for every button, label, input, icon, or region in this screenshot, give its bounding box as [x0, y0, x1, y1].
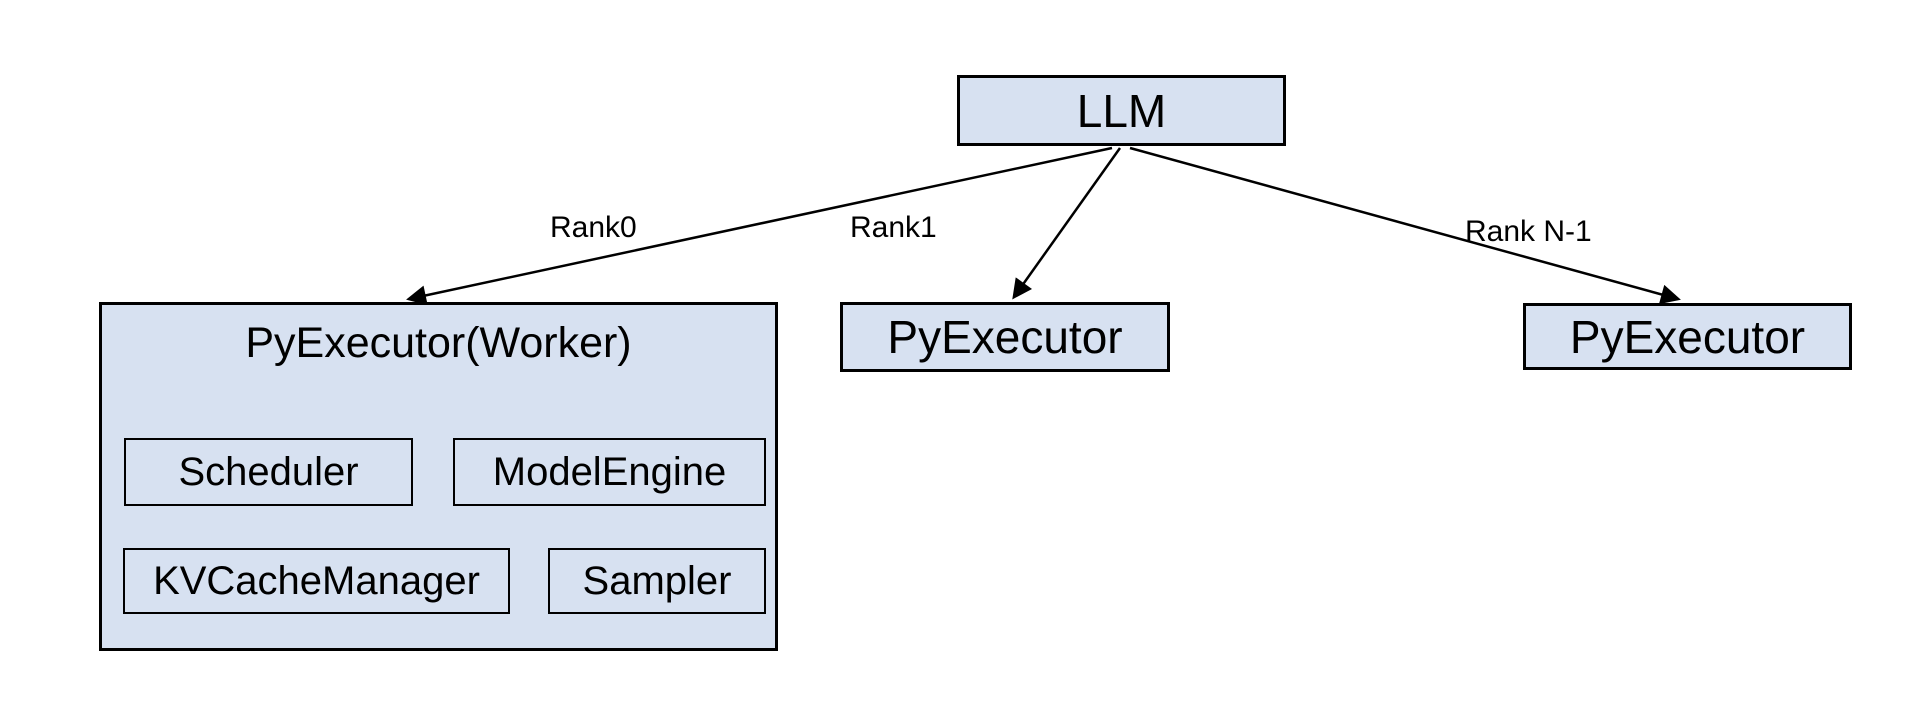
pyexecutor-rankn-node: PyExecutor [1523, 303, 1852, 370]
llm-node: LLM [957, 75, 1286, 146]
pyexecutor-rank1-node-label: PyExecutor [887, 311, 1123, 363]
arrow-llm-to-worker [406, 146, 1113, 306]
edge-label-rank0: Rank0 [550, 211, 637, 244]
scheduler-node-label: Scheduler [178, 449, 359, 494]
edge-label-rank1: Rank1 [850, 211, 937, 244]
sampler-node: Sampler [548, 548, 766, 614]
kv-cache-manager-node-label: KVCacheManager [153, 558, 480, 603]
pyexecutor-rankn-node-label: PyExecutor [1569, 310, 1806, 363]
kv-cache-manager-node: KVCacheManager [123, 548, 510, 614]
arrow-llm-to-rankn-executor [1129, 146, 1681, 305]
edge-label-rank-n-1: Rank N-1 [1465, 215, 1592, 248]
pyexecutor-worker-title: PyExecutor(Worker) [245, 318, 632, 367]
llm-node-label: LLM [1076, 84, 1167, 137]
scheduler-node: Scheduler [124, 438, 413, 506]
arrow-llm-to-rank1-executor [1012, 147, 1122, 300]
model-engine-node-label: ModelEngine [492, 449, 727, 494]
model-engine-node: ModelEngine [453, 438, 766, 506]
pyexecutor-rank1-node: PyExecutor [840, 302, 1170, 372]
sampler-node-label: Sampler [582, 558, 732, 603]
pyexecutor-worker-node: PyExecutor(Worker) Scheduler ModelEngine… [99, 302, 778, 651]
